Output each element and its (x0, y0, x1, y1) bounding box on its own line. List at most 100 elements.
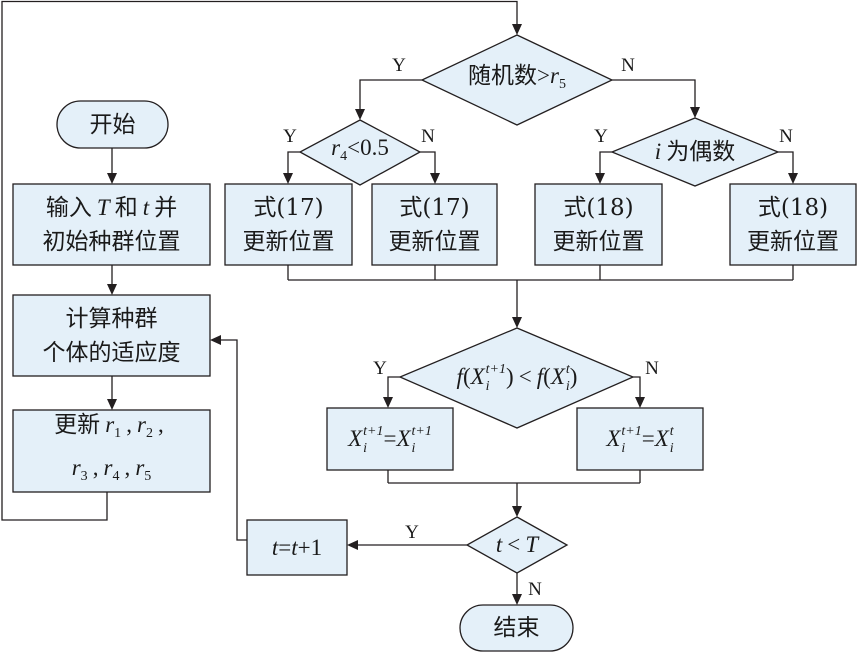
fitness-label: 计算种群 个体的适应度 (13, 295, 210, 376)
arrowhead (355, 109, 365, 120)
var-r5-sub: 5 (144, 469, 152, 484)
lhs-sup: t+1 (363, 423, 384, 439)
update-box-formula: 式(18) (757, 194, 829, 221)
update-box-eq18-b-label: 式(18) 更新位置 (730, 184, 856, 265)
r4-no-label: N (421, 126, 435, 147)
fitness-decision-diamond (398, 327, 635, 429)
random-no-label: N (621, 55, 635, 76)
connector-line (599, 151, 612, 173)
update-box-eq18-b (729, 183, 857, 266)
end-label: 结束 (460, 605, 573, 651)
increment-rhs-var: t (291, 534, 298, 560)
update-box-action: 更新位置 (388, 228, 481, 255)
var-r2: r (137, 412, 146, 437)
update-box-action: 更新位置 (242, 228, 335, 255)
edge-even-yes (595, 151, 612, 184)
connector-line (287, 265, 794, 317)
rhs-func: f (536, 363, 544, 389)
random-var: r (550, 62, 559, 88)
lhs-func: f (456, 363, 463, 389)
edge-random-no (612, 79, 700, 118)
lhs-sup: t+1 (621, 423, 642, 439)
edge-fitness-no (633, 376, 645, 408)
connector-line (387, 470, 641, 506)
edge-merge-assign (387, 470, 641, 517)
increment-lhs: t (271, 534, 279, 560)
connector-line (359, 79, 422, 109)
separator: , (158, 412, 164, 437)
init-text-mid: 和 (114, 194, 138, 221)
edge-iteration-no (512, 573, 522, 605)
rhs-sub: i (669, 440, 674, 456)
connector-line (387, 376, 400, 397)
init-var-T: T (96, 194, 110, 220)
random-var-sub: 5 (558, 76, 566, 92)
lhs-var: X (348, 425, 363, 451)
rhs-sup: t (669, 423, 674, 439)
update-r-line2: r3,r4,r5 (72, 451, 152, 494)
update-box-eq18-a (534, 183, 663, 266)
lhs-var: X (470, 363, 485, 389)
arrowhead (788, 173, 798, 184)
increment-rhs-rest: +1 (297, 534, 323, 560)
update-box-eq17-a-label: 式(17) 更新位置 (225, 184, 352, 265)
arrowhead (595, 173, 605, 184)
assign-old-box (576, 407, 704, 471)
separator: , (92, 455, 99, 480)
r4-var: r (331, 134, 341, 160)
rhs-sub: i (411, 440, 416, 456)
even-decision-diamond (610, 117, 780, 187)
var-r3: r (71, 455, 81, 480)
update-box-formula: 式(18) (563, 194, 634, 221)
arrowhead (512, 594, 522, 605)
lhs-sub: i (485, 378, 490, 394)
arrowhead (347, 540, 358, 550)
fitness-box (12, 294, 211, 377)
connector-line (287, 151, 300, 173)
iteration-var: t (495, 532, 503, 557)
max-iteration-var: T (525, 532, 539, 557)
even-text: 为偶数 (666, 139, 736, 164)
r4-decision-label: r4<0.5 (315, 133, 405, 171)
edge-increment-to-fitness (210, 335, 247, 541)
edge-r4-yes (283, 151, 300, 184)
edge-even-no (778, 151, 798, 184)
assign-new-box (326, 407, 454, 471)
lhs-sup: t+1 (485, 361, 507, 377)
equals-sign: = (383, 425, 397, 451)
random-yes-label: Y (392, 55, 406, 76)
start-text: 开始 (89, 111, 136, 138)
even-var: i (654, 139, 662, 164)
var-r1-sub: 1 (114, 426, 122, 441)
edge-loop-back-to-random (1, 0, 522, 521)
r4-decision-text: r4<0.5 (331, 131, 389, 174)
even-no-label: N (779, 126, 793, 147)
r4-yes-label: Y (283, 126, 297, 147)
arrowhead (107, 173, 117, 184)
update-r-box (12, 409, 211, 493)
var-r3-sub: 3 (80, 469, 88, 484)
arrowhead (283, 173, 293, 184)
comparison-op: < (507, 532, 521, 557)
fitness-yes-label: Y (373, 358, 387, 379)
r4-text: <0.5 (347, 134, 389, 160)
update-box-eq17-b-label: 式(17) 更新位置 (372, 184, 497, 265)
rhs-sup: t (565, 361, 570, 377)
edge-iteration-yes (347, 540, 467, 550)
connector-line (612, 79, 696, 107)
update-box-action: 更新位置 (552, 228, 645, 255)
equals-sign: = (278, 534, 292, 560)
init-text-pre: 输入 (45, 194, 92, 221)
